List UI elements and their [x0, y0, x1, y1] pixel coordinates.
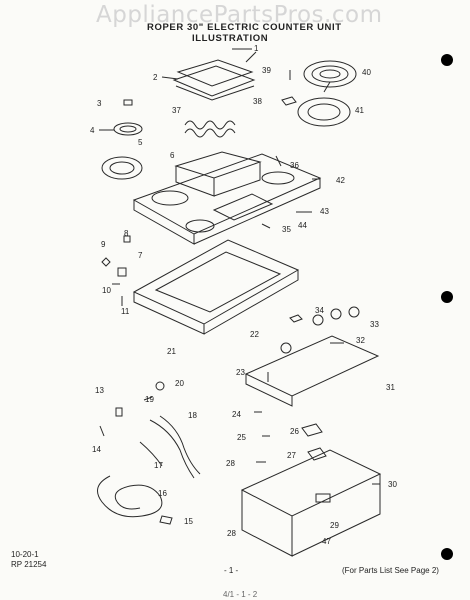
- callout-44: 44: [298, 221, 307, 230]
- callout-3: 3: [97, 99, 102, 108]
- binder-hole: [441, 548, 453, 560]
- callout-7: 7: [138, 251, 143, 260]
- callout-15: 15: [184, 517, 193, 526]
- footer-bottom-mark: 4/1 - 1 - 2: [223, 590, 258, 599]
- part-bottom-pan-21: [132, 239, 300, 325]
- part-19: [143, 396, 153, 401]
- part-9: [101, 257, 111, 267]
- diagram-title: ROPER 30" ELECTRIC COUNTER UNIT: [147, 22, 342, 33]
- footer-code-2: RP 21254: [11, 560, 47, 569]
- callout-2: 2: [153, 73, 158, 82]
- callout-18: 18: [188, 411, 197, 420]
- callout-28: 28: [226, 459, 235, 468]
- callout-9: 9: [101, 240, 106, 249]
- callout-33: 33: [370, 320, 379, 329]
- callout-5: 5: [138, 138, 143, 147]
- part-20: [155, 381, 165, 391]
- callout-13: 13: [95, 386, 104, 395]
- part-drip-pan-5: [101, 156, 143, 180]
- callout-23: 23: [236, 368, 245, 377]
- callout-35: 35: [282, 225, 291, 234]
- part-27: [307, 447, 327, 461]
- callout-41: 41: [355, 106, 364, 115]
- part-cover-top: [176, 59, 254, 87]
- binder-hole: [441, 54, 453, 66]
- part-29: [315, 493, 331, 503]
- callout-29: 29: [330, 521, 339, 530]
- part-element-4: [113, 122, 143, 136]
- callout-6: 6: [170, 151, 175, 160]
- callout-31: 31: [386, 383, 395, 392]
- callout-20: 20: [175, 379, 184, 388]
- binder-hole: [441, 291, 453, 303]
- part-22: [280, 342, 292, 354]
- callout-40: 40: [362, 68, 371, 77]
- part-coil-37: [184, 120, 236, 130]
- part-cover-gasket: [175, 85, 255, 101]
- footer-parts-list-note: (For Parts List See Page 2): [342, 566, 439, 575]
- callout-36: 36: [290, 161, 299, 170]
- part-drip-pan-41: [297, 97, 351, 127]
- callout-34: 34: [315, 306, 324, 315]
- part-bracket-31: [244, 335, 380, 397]
- part-3: [123, 99, 133, 106]
- callout-22: 22: [250, 330, 259, 339]
- part-knob: [312, 314, 324, 326]
- part-griddle-6: [174, 151, 262, 179]
- callout-19: 19: [145, 395, 154, 404]
- callout-24: 24: [232, 410, 241, 419]
- part-34: [289, 314, 303, 323]
- callout-17: 17: [154, 461, 163, 470]
- callout-25: 25: [237, 433, 246, 442]
- callout-11: 11: [121, 307, 130, 316]
- part-wire-18: [149, 419, 195, 479]
- callout-21: 21: [167, 347, 176, 356]
- part-13: [115, 407, 123, 417]
- callout-28b: 28: [227, 529, 236, 538]
- callout-16: 16: [158, 489, 167, 498]
- callout-30: 30: [388, 480, 397, 489]
- part-14: [99, 425, 105, 437]
- part-35: [261, 223, 271, 229]
- footer-code-1: 10-20-1: [11, 550, 39, 559]
- diagram-subtitle: ILLUSTRATION: [192, 33, 269, 44]
- callout-39: 39: [262, 66, 271, 75]
- part-17: [139, 441, 163, 467]
- callout-labels: 1 2 3 4 5 6 7 8 9 10 11 15 16 17 18 19 2…: [90, 44, 397, 546]
- callout-43: 43: [320, 207, 329, 216]
- callout-26: 26: [290, 427, 299, 436]
- part-15: [159, 515, 173, 525]
- callout-37: 37: [172, 106, 181, 115]
- callout-4: 4: [90, 126, 95, 135]
- watermark: AppliancePartsPros.com: [96, 2, 383, 28]
- part-7: [117, 267, 127, 277]
- part-element-40: [303, 60, 357, 88]
- callout-32: 32: [356, 336, 365, 345]
- callout-38: 38: [253, 97, 262, 106]
- part-38: [281, 96, 297, 106]
- callout-27: 27: [287, 451, 296, 460]
- callout-42: 42: [336, 176, 345, 185]
- callout-10: 10: [102, 286, 111, 295]
- footer-page-number: - 1 -: [224, 566, 239, 575]
- part-8: [123, 235, 131, 243]
- part-26: [301, 423, 323, 437]
- callout-47: 47: [322, 537, 331, 546]
- part-control-box-30: [240, 449, 382, 517]
- callout-14: 14: [92, 445, 101, 454]
- part-cord-16: [97, 475, 163, 518]
- callout-8: 8: [124, 229, 129, 238]
- callout-1: 1: [254, 44, 259, 53]
